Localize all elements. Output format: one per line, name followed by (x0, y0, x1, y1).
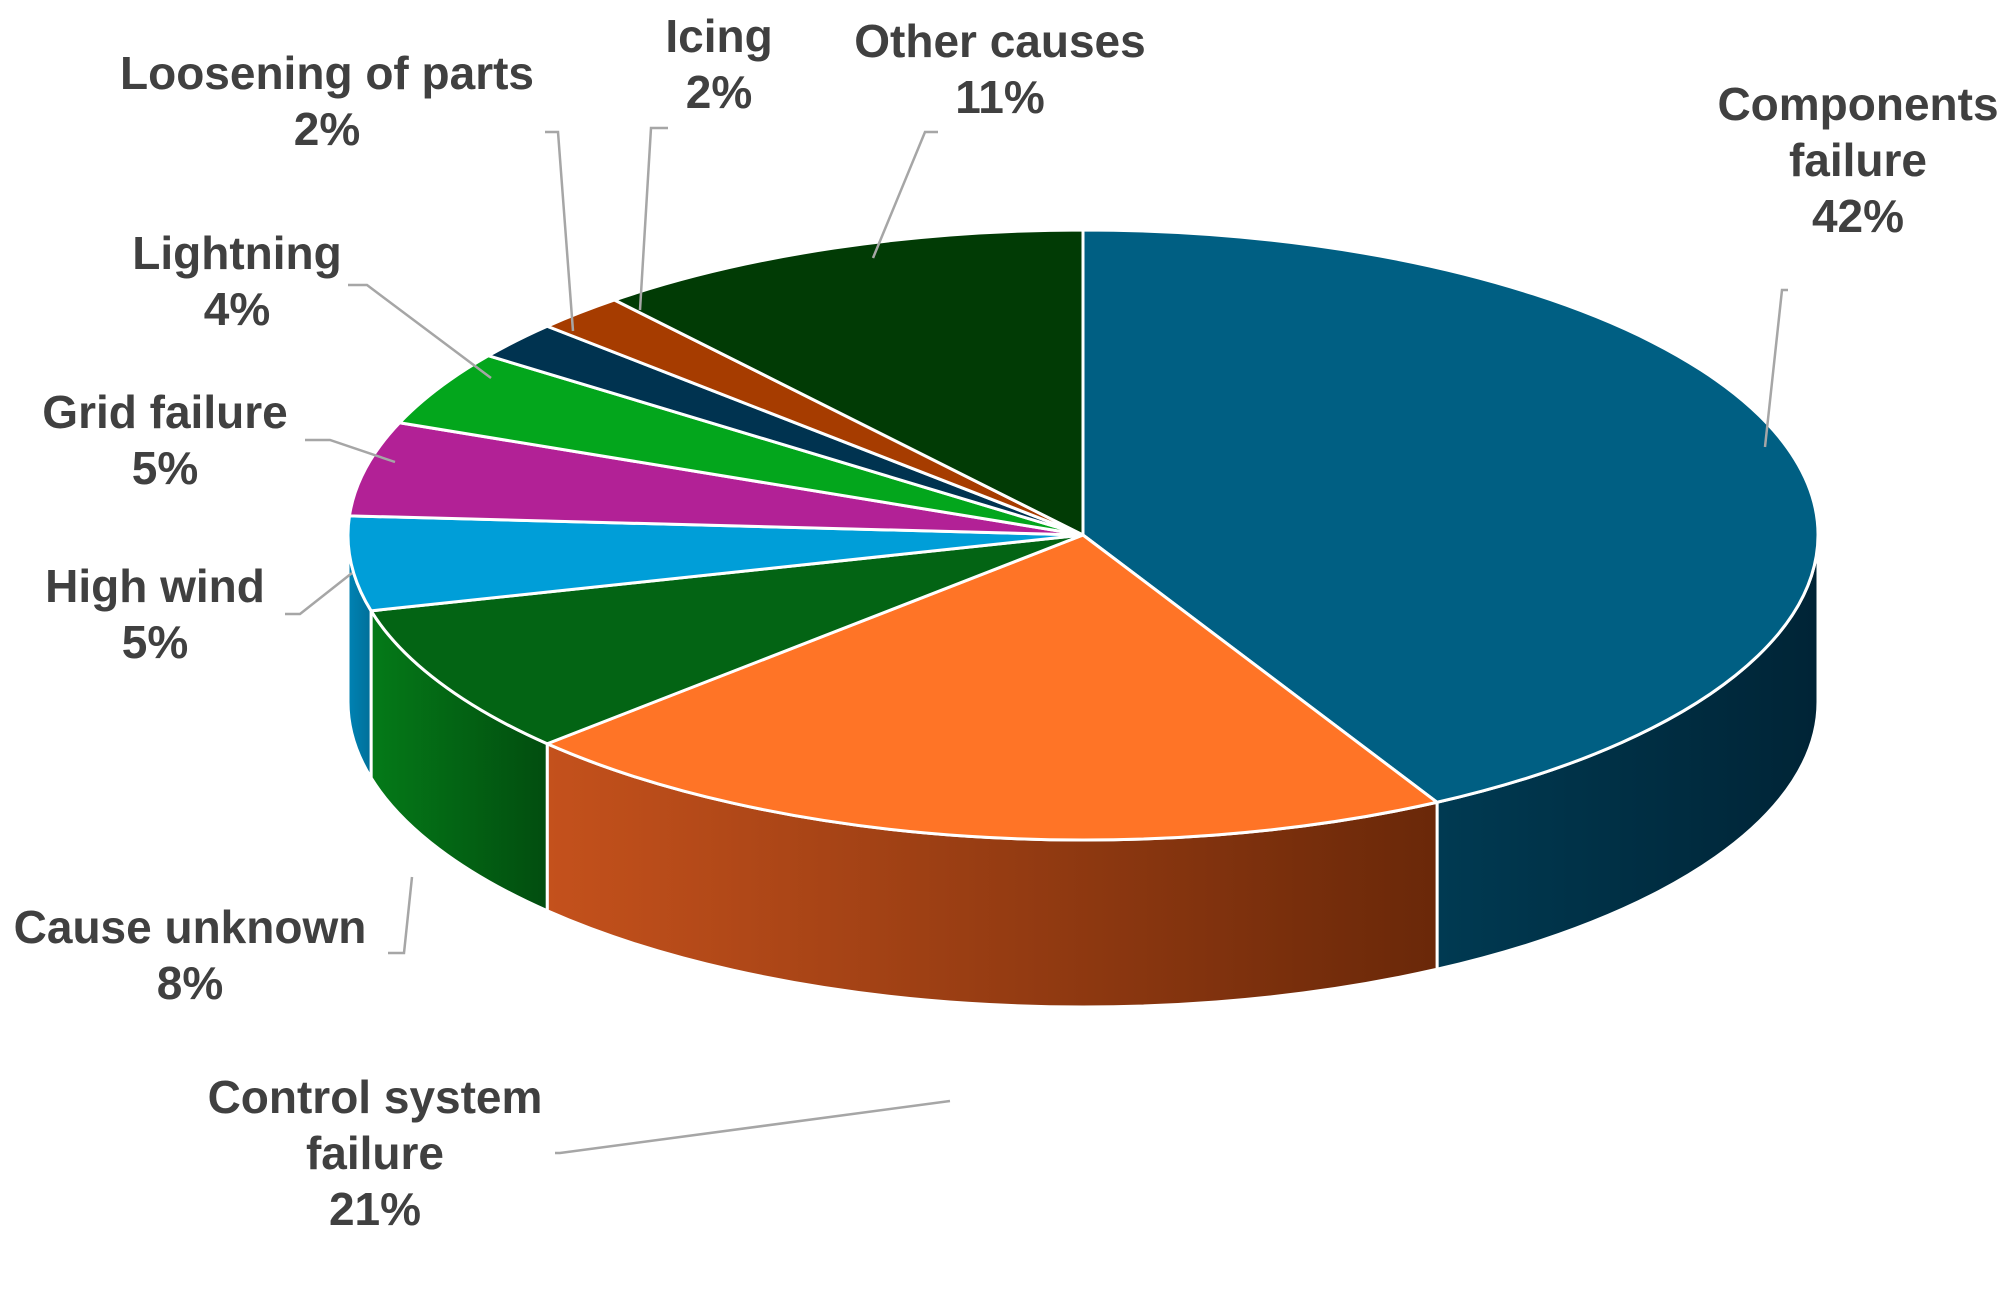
data-label-category: High wind (45, 560, 265, 612)
data-label-value: 5% (132, 442, 198, 494)
data-label-value: 4% (204, 283, 270, 335)
data-label-value: 8% (157, 957, 223, 1009)
data-label-value: 2% (686, 66, 752, 118)
data-label-value: 42% (1812, 190, 1904, 242)
pie-slice-grid-failure (347, 421, 1085, 537)
data-label-value: 5% (122, 616, 188, 668)
data-label-category: Lightning (132, 227, 341, 279)
data-label-category: Grid failure (42, 386, 287, 438)
pie-side-layer (346, 533, 1820, 1009)
leader-line-high-wind (285, 572, 353, 616)
leader-line-control-system-failure (555, 1099, 951, 1155)
data-label-value: 11% (955, 71, 1045, 123)
data-label-category: Other causes (854, 15, 1145, 67)
leader-line-loosening-of-parts (545, 130, 575, 332)
leader-line-other-causes (871, 130, 938, 259)
pie-slice-high-wind (346, 514, 1085, 613)
data-label-category: Loosening of parts (120, 47, 534, 99)
pie-slice-other-causes (612, 228, 1085, 537)
pie-slice-control-system-failure (545, 533, 1439, 842)
data-label-category: Icing (665, 10, 772, 62)
data-label-value: 2% (294, 103, 360, 155)
data-label-value: 21% (329, 1183, 421, 1235)
pie-slice-lightning (398, 354, 1085, 537)
leader-line-components-failure (1763, 288, 1788, 448)
data-label-category: failure (306, 1127, 444, 1179)
leader-line-cause-unknown (388, 876, 414, 955)
pie-slice-cause-unknown (369, 533, 1085, 746)
data-label-category: failure (1789, 134, 1927, 186)
leader-line-layer (285, 126, 1788, 1155)
leader-line-icing (638, 126, 668, 311)
pie-top-layer (346, 228, 1820, 842)
leader-line-grid-failure (305, 438, 396, 464)
leader-line-lightning (348, 283, 492, 379)
data-label-category: Cause unknown (14, 901, 367, 953)
data-label-category: Control system (208, 1071, 543, 1123)
data-label-category: Components (1717, 78, 1998, 130)
pie-slice-components-failure (1081, 228, 1820, 804)
